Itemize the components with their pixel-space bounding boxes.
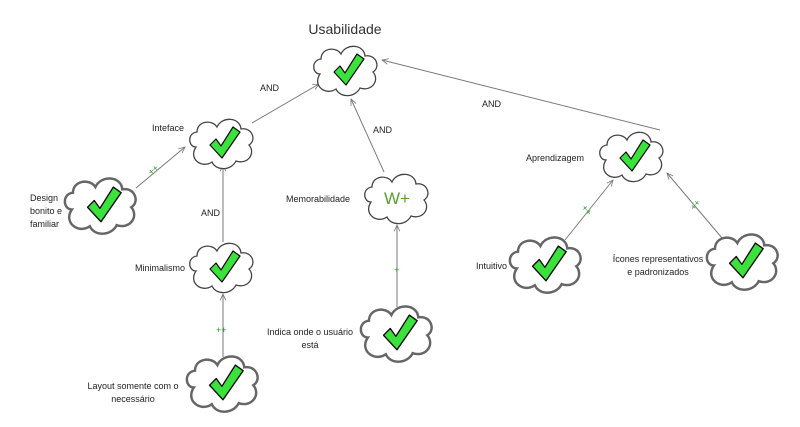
node-layout — [185, 355, 259, 413]
cloud-icon — [185, 355, 259, 413]
node-label-design-line: bonito e — [30, 206, 62, 216]
node-label-layout-line: necessário — [111, 394, 155, 404]
edge-label-intuitivo-aprendizagem: ++ — [580, 203, 594, 217]
edge-design-interface — [135, 147, 185, 189]
edge-label-interface-usabilidade: AND — [260, 83, 280, 93]
cloud-icon — [189, 118, 254, 170]
node-label-icones: Ícones representativos e padronizados — [613, 254, 704, 277]
node-interface — [189, 118, 254, 170]
node-label-layout-line: Layout somente com o — [87, 381, 178, 391]
edge-label-indica-memorabilidade: + — [394, 265, 399, 275]
node-label-indica-line: Indica onde o usuário — [267, 327, 353, 337]
node-intuitivo — [508, 236, 582, 294]
cloud-icon — [63, 177, 137, 235]
node-label-icones-line: Ícones representativos — [613, 254, 704, 264]
weak-positive-label: W+ — [384, 189, 410, 208]
edge-aprendizagem-usabilidade — [382, 60, 661, 131]
node-indica — [359, 305, 433, 363]
node-label-layout: Layout somente com o necessário — [87, 381, 178, 404]
node-memorabilidade: W+ — [364, 173, 429, 225]
node-label-interface: Inteface — [152, 123, 184, 133]
edges — [135, 60, 723, 357]
node-label-design-line: Design — [30, 193, 58, 203]
edge-intuitivo-aprendizagem — [564, 180, 613, 241]
edge-icones-aprendizagem — [667, 173, 723, 239]
edge-label-minimalismo-interface: AND — [201, 208, 221, 218]
node-usabilidade — [313, 45, 378, 97]
cloud-icon — [313, 45, 378, 97]
node-label-icones-line: e padronizados — [627, 267, 689, 277]
node-label-memorabilidade: Memorabilidade — [286, 194, 350, 204]
node-label-design: Design bonito e familiar — [30, 193, 62, 229]
edge-interface-usabilidade — [251, 84, 319, 124]
node-minimalismo — [189, 242, 254, 294]
node-label-indica-line: está — [301, 340, 318, 350]
cloud-icon — [599, 131, 664, 183]
cloud-icon — [705, 233, 779, 291]
edge-memorabilidade-usabilidade — [350, 99, 385, 173]
edge-label-aprendizagem-usabilidade: AND — [482, 99, 502, 109]
cloud-icon — [189, 242, 254, 294]
node-design — [63, 177, 137, 235]
node-label-aprendizagem: Aprendizagem — [526, 153, 584, 163]
node-aprendizagem — [599, 131, 664, 183]
edge-label-design-interface: ++ — [146, 163, 160, 177]
diagram-title: Usabilidade — [308, 21, 381, 37]
edge-label-memorabilidade-usabilidade: AND — [373, 125, 393, 135]
node-icones — [705, 233, 779, 291]
node-label-intuitivo: Intuitivo — [476, 261, 507, 271]
edge-label-layout-minimalismo: ++ — [216, 325, 227, 335]
node-label-design-line: familiar — [30, 219, 59, 229]
cloud-icon — [508, 236, 582, 294]
cloud-icon — [359, 305, 433, 363]
node-label-minimalismo: Minimalismo — [135, 263, 185, 273]
node-label-indica: Indica onde o usuário está — [267, 327, 353, 350]
